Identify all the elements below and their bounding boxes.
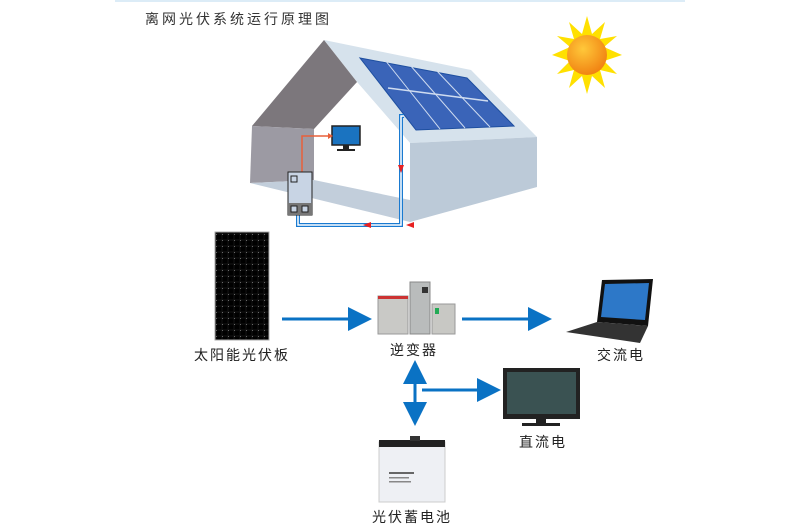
solar-panel-image xyxy=(214,231,270,341)
house-illustration xyxy=(250,40,537,222)
battery-image xyxy=(378,436,446,503)
solar-panel-label: 太阳能光伏板 xyxy=(194,348,290,364)
tv-image xyxy=(503,368,580,426)
laptop-image xyxy=(566,279,653,343)
sun-icon xyxy=(552,16,622,94)
diagram-title: 离网光伏系统运行原理图 xyxy=(145,11,332,28)
inverter-image xyxy=(377,281,456,335)
top-band xyxy=(115,0,685,2)
ac-power-label: 交流电 xyxy=(597,347,645,364)
controller-box xyxy=(287,171,313,216)
inverter-label: 逆变器 xyxy=(390,343,438,359)
wiring xyxy=(296,114,414,228)
battery-label: 光伏蓄电池 xyxy=(372,510,452,526)
dc-power-label: 直流电 xyxy=(519,434,567,451)
